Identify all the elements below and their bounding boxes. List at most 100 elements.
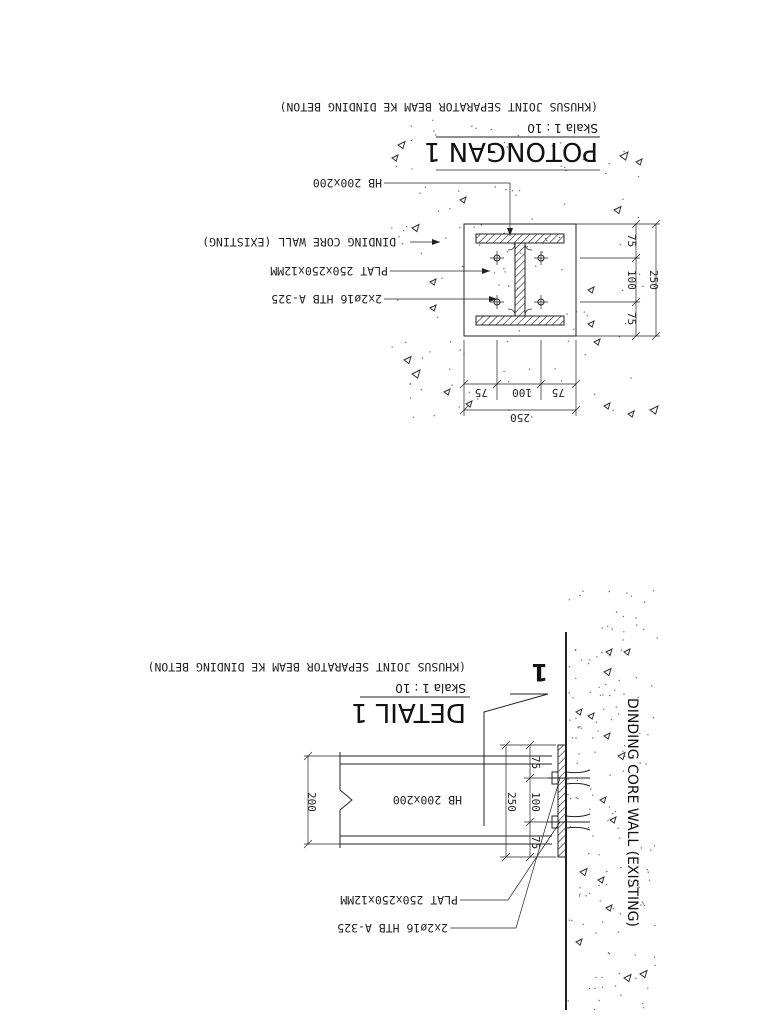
concrete-speckle [515,194,517,196]
concrete-speckle [598,999,600,1002]
leaders-potongan [384,182,513,302]
base-plate-side[interactable] [557,744,567,858]
concrete-aggregate [603,732,611,740]
concrete-speckle [635,977,637,979]
dim-v-total: 250 [647,270,660,290]
concrete-speckle [572,697,574,699]
dim-h-total: 250 [510,411,530,424]
potongan-subtitle: (KHUSUS JOINT SEPARATOR BEAM KE DINDING … [280,100,599,114]
detail-label-wall: DINDING CORE WALL (EXISTING) [624,698,640,927]
concrete-speckle [397,299,399,301]
concrete-speckle [611,628,613,630]
concrete-aggregate [649,405,659,415]
concrete-speckle [429,351,431,353]
concrete-speckle [490,128,493,131]
concrete-speckle [471,125,473,128]
concrete-speckle [653,845,656,847]
concrete-speckle [614,985,617,987]
concrete-speckle [642,903,644,905]
concrete-aggregate [411,369,421,379]
concrete-aggregate [639,969,648,979]
concrete-speckle [617,827,619,829]
concrete-speckle [567,340,569,342]
concrete-speckle [517,134,520,137]
concrete-speckle [635,617,637,619]
concrete-speckle [410,397,412,399]
concrete-speckle [451,384,453,386]
concrete-speckle [612,813,614,815]
concrete-speckle [585,895,587,897]
concrete-speckle [567,1000,569,1002]
concrete-speckle [510,416,513,418]
concrete-speckle [494,186,496,188]
concrete-speckle [620,994,622,996]
concrete-speckle [395,165,397,167]
concrete-aggregate [411,223,420,233]
concrete-speckle [449,341,452,343]
concrete-speckle [571,737,574,739]
concrete-speckle [643,904,646,907]
concrete-speckle [507,285,510,287]
concrete-speckle [646,868,649,871]
detail-dim-mid: 100 [529,792,542,812]
concrete-aggregate [391,154,399,162]
concrete-speckle [528,368,531,370]
concrete-speckle [629,839,631,841]
concrete-speckle [573,328,575,330]
concrete-speckle [605,172,607,175]
concrete-speckle [575,797,577,799]
concrete-speckle [505,189,507,191]
section-callout-flag[interactable] [483,693,549,826]
detail-subtitle: (KHUSUS JOINT SEPARATOR BEAM KE DINDING … [148,660,467,674]
concrete-speckle [592,835,594,837]
concrete-speckle [582,590,584,592]
concrete-speckle [637,216,639,219]
concrete-speckle [518,330,521,332]
concrete-speckle [587,663,590,665]
concrete-aggregate [609,816,617,824]
dim-horizontal [459,340,581,416]
concrete-aggregate [575,708,583,716]
concrete-speckle [410,125,412,128]
concrete-speckle [630,377,632,379]
concrete-speckle [647,871,649,873]
detail-label-beam: HB 200x200 [393,793,462,807]
concrete-speckle [608,655,611,657]
concrete-speckle [623,631,625,633]
concrete-aggregate [613,205,622,215]
concrete-speckle [619,244,621,246]
concrete-speckle [459,227,461,229]
concrete-aggregate [605,648,613,656]
concrete-speckle [433,415,435,417]
concrete-speckle [506,341,509,343]
concrete-speckle [575,677,577,680]
concrete-speckle [654,964,656,966]
concrete-speckle [410,139,413,142]
concrete-speckle [599,694,602,696]
concrete-speckle-top [391,119,644,418]
concrete-speckle [598,884,600,887]
potongan-title: POTONGAN 1 [424,136,598,166]
concrete-speckle [503,370,505,373]
concrete-speckle [595,721,598,723]
dim-v-mid: 100 [625,270,638,290]
section-callout-number[interactable]: 1 [531,658,548,686]
concrete-speckle [533,126,535,128]
concrete-speckle [595,976,597,979]
h-beam-section [475,233,565,326]
concrete-speckle [594,393,596,396]
concrete-speckle [637,696,639,698]
concrete-speckle [594,160,597,162]
concrete-aggregate [579,867,588,877]
concrete-speckle [475,127,477,129]
concrete-aggregate [597,876,605,884]
concrete-speckle [643,1007,645,1009]
concrete-aggregate [603,667,612,677]
concrete-speckle [411,168,413,170]
concrete-speckle [412,416,414,418]
concrete-speckle [610,719,613,721]
concrete-speckle [586,315,588,317]
hb-beam-elevation[interactable] [339,752,552,848]
concrete-speckle [622,770,625,772]
concrete-speckle [645,763,647,765]
